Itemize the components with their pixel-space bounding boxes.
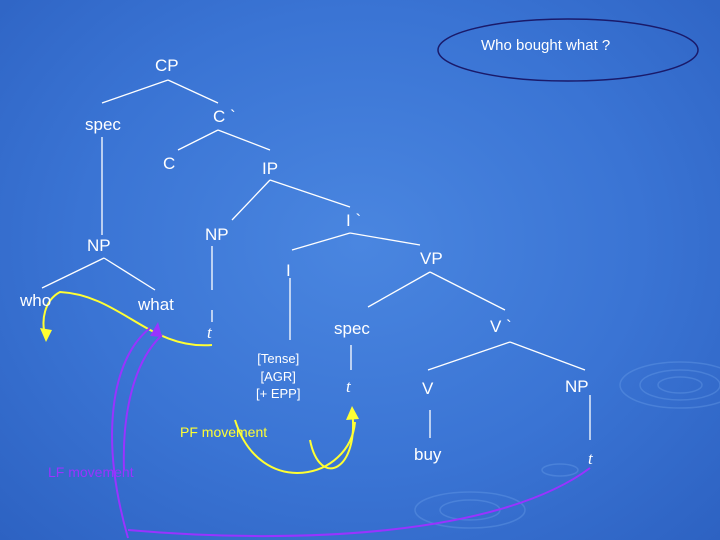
question-bubble [437,18,699,82]
node-c-bar: C ` [213,107,236,126]
node-ip: IP [262,159,279,178]
lf-arrowhead [150,322,162,337]
feature-agr: [AGR] [260,368,296,384]
feature-epp: [+ EPP] [256,386,301,402]
lf-movement-arrows [111,327,591,539]
node-np-object: NP [565,377,589,396]
node-cp: CP [155,56,179,75]
node-c: C [163,154,176,173]
pf-movement-label: PF movement [180,424,268,440]
node-v: V [422,379,434,398]
node-i-bar: I ` [346,211,362,230]
trace-spec-vp: t [346,377,351,396]
trace-np: t [207,323,212,342]
question-text: Who bought what ? [481,37,611,54]
word-who: who [20,291,52,310]
i-features: [Tense] [AGR] [+ EPP] [256,350,300,403]
tree-branches [41,79,591,440]
node-i: I [286,261,291,280]
node-spec-vp: spec [334,319,370,338]
pf-arrowheads [40,328,359,420]
lf-movement-label: LF movement [48,464,134,480]
node-np-spec-ip: NP [205,225,229,244]
trace-object: t [588,449,593,468]
node-np-subject: NP [87,236,111,255]
word-buy: buy [414,445,442,464]
node-v-bar: V ` [490,317,512,336]
word-what: what [138,295,174,314]
node-vp: VP [420,249,443,268]
feature-tense: [Tense] [257,351,300,366]
node-spec-cp: spec [85,115,121,134]
pf-movement-arrows [42,290,356,474]
ripple-decoration [414,361,720,529]
